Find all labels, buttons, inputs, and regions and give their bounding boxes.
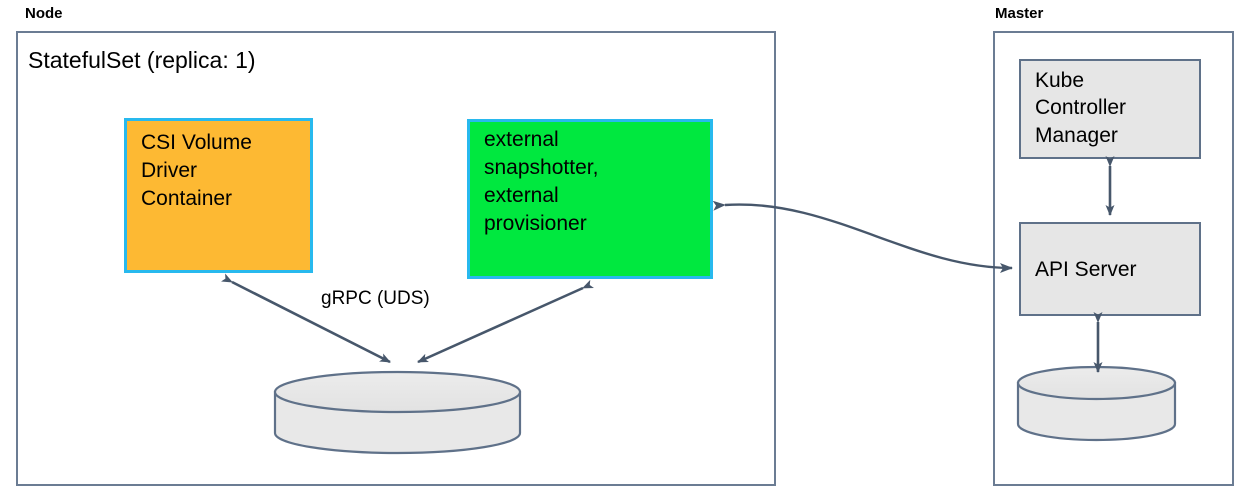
group-label-node: Node [25,5,63,22]
api-server-box[interactable]: API Server [1019,222,1201,316]
sidecar-line-2: snapshotter, [484,155,599,179]
sidecar-line-3: external [484,183,559,207]
kcm-line-2: Controller [1035,96,1127,120]
grpc-edge-label: gRPC (UDS) [321,288,430,309]
kube-controller-manager-box[interactable]: Kube Controller Manager [1019,59,1201,159]
emptydir-volume-label: EmptyDir Volume [291,406,446,428]
api-server-label: API Server [1035,258,1137,281]
kcm-line-3: Manager [1035,123,1118,147]
sidecar-line-1: external [484,128,559,151]
statefulset-title: StatefulSet (replica: 1) [28,47,256,73]
sidecar-line-4: provisioner [484,211,587,235]
csi-line-3: Container [141,186,233,210]
csi-line-1: CSI Volume [141,131,252,154]
etcd-label: etcd [1036,399,1074,421]
external-sidecars-box[interactable]: external snapshotter, external provision… [467,119,713,279]
csi-volume-driver-container-box[interactable]: CSI Volume Driver Container [124,118,313,273]
group-label-master: Master [995,5,1044,22]
kcm-line-1: Kube [1035,69,1085,92]
csi-line-2: Driver [141,158,197,182]
